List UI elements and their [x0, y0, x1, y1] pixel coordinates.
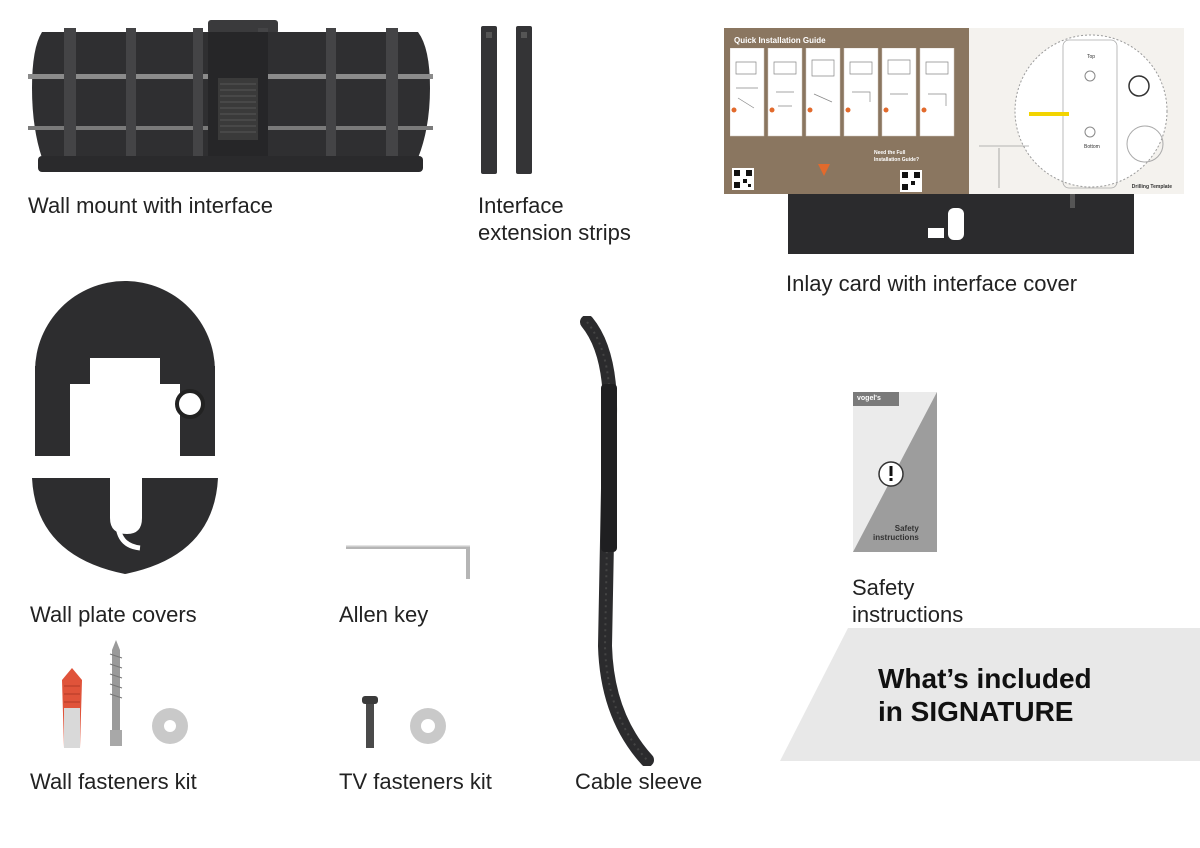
quick-guide-title: Quick Installation Guide: [734, 36, 826, 45]
banner-title: What’s included in SIGNATURE: [878, 662, 1092, 728]
need-full-guide-line1: Need the Full: [874, 150, 906, 156]
extension-strips-image: [481, 26, 532, 174]
template-bottom-label: Bottom: [1084, 144, 1100, 150]
inlay-card-image: Quick Installation Guide: [724, 28, 1184, 194]
wall-plate-covers-image: [32, 281, 218, 574]
tv-fasteners-label: TV fasteners kit: [339, 769, 492, 794]
safety-instructions-label-line2: instructions: [852, 602, 964, 627]
extension-strips-label-line2: extension strips: [478, 220, 631, 245]
allen-key-image: [346, 545, 470, 579]
extension-strips-label: Interface extension strips: [478, 192, 631, 246]
need-full-guide-text: Need the Full Installation Guide?: [874, 150, 919, 164]
drilling-template-label: Drilling Template: [1131, 184, 1172, 190]
banner-title-line2: in SIGNATURE: [878, 696, 1074, 727]
booklet-brand: vogel's: [857, 395, 881, 402]
interface-cover-image: [788, 194, 1134, 254]
wall-fasteners-image: [62, 640, 188, 748]
safety-instructions-label-line1: Safety: [852, 575, 915, 600]
need-full-guide-line2: Installation Guide?: [874, 157, 920, 163]
safety-booklet-cover: [853, 392, 937, 552]
qr-code-2-icon: [900, 170, 922, 192]
allen-key-label: Allen key: [339, 602, 429, 627]
vogels-logo-icon: [818, 164, 830, 176]
wall-mount-label: Wall mount with interface: [28, 193, 273, 218]
tv-fasteners-image: [362, 696, 446, 748]
cable-sleeve-image: [580, 316, 654, 766]
wall-mount-image: [28, 20, 433, 172]
inlay-card-label: Inlay card with interface cover: [786, 271, 1078, 296]
cable-sleeve-label: Cable sleeve: [575, 769, 703, 794]
qr-code-icon: [732, 168, 754, 190]
wall-plate-covers-label: Wall plate covers: [30, 602, 197, 627]
booklet-title-line1: Safety: [894, 524, 919, 533]
booklet-title-line2: instructions: [873, 533, 919, 542]
template-top-label: Top: [1087, 54, 1096, 60]
guide-steps-illustration: [730, 48, 955, 137]
banner-title-line1: What’s included: [878, 663, 1092, 694]
whats-included-banner: [780, 628, 1200, 761]
quick-guide-panel: Quick Installation Guide: [724, 28, 969, 194]
extension-strips-label-line1: Interface: [478, 193, 564, 218]
wall-fasteners-label: Wall fasteners kit: [30, 769, 197, 794]
safety-instructions-label: Safety instructions: [852, 574, 963, 628]
booklet-title: Safety instructions: [873, 524, 919, 542]
drilling-template-illustration: [979, 34, 1168, 189]
safety-booklet-image: vogel's Safety instructions: [853, 392, 937, 552]
